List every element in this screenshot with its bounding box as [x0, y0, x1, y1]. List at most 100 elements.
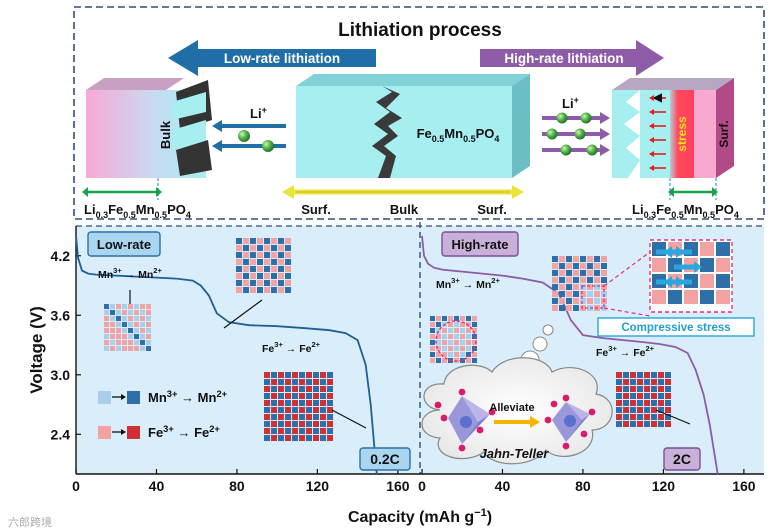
lattice-cell — [243, 266, 249, 272]
lattice-cell — [278, 393, 284, 399]
lattice-cell — [122, 322, 127, 327]
lattice-cell — [448, 352, 453, 357]
lattice-cell — [430, 334, 435, 339]
lattice-cell — [292, 393, 298, 399]
lattice-cell — [320, 372, 326, 378]
lattice-cell — [430, 328, 435, 333]
lattice-cell — [264, 238, 270, 244]
lattice-cell — [320, 400, 326, 406]
lattice-cell — [264, 266, 270, 272]
li-ion-icon — [560, 144, 572, 156]
lattice-cell — [327, 372, 333, 378]
lattice-cell — [573, 298, 579, 304]
jahn-teller-label: Jahn-Teller — [480, 446, 550, 461]
lattice-cell — [134, 316, 139, 321]
lattice-cell — [644, 421, 650, 427]
lattice-cell — [243, 245, 249, 251]
lattice-cell — [299, 400, 305, 406]
lattice-cell — [616, 400, 622, 406]
surf-bulk-axis: Surf. Bulk Surf. — [282, 185, 524, 217]
left-panel-annotations: Low-rate Mn3+ → Mn2+ Fe3+ → Fe2+ Mn3+ → … — [87, 231, 411, 471]
lattice-cell — [278, 428, 284, 434]
right-formula: Li0.3Fe0.5Mn0.5PO4 — [632, 202, 739, 220]
lattice-cell — [257, 266, 263, 272]
lattice-cell — [128, 334, 133, 339]
crystal-block-icon — [296, 86, 512, 178]
lattice-cell — [146, 334, 151, 339]
lattice-cell — [313, 435, 319, 441]
lattice-cell — [257, 259, 263, 265]
lattice-cell — [306, 435, 312, 441]
lattice-cell — [587, 263, 593, 269]
lattice-cell — [264, 379, 270, 385]
lattice-cell — [140, 346, 145, 351]
lattice-cell — [658, 393, 664, 399]
lattice-cell — [559, 305, 565, 311]
left-formula: Li0.3Fe0.5Mn0.5PO4 — [84, 202, 191, 220]
lattice-cell — [637, 372, 643, 378]
lattice-cell — [552, 291, 558, 297]
lattice-cell — [601, 270, 607, 276]
lattice-cell — [116, 340, 121, 345]
lattice-cell — [601, 256, 607, 262]
lattice-cell — [637, 400, 643, 406]
lattice-cell — [299, 428, 305, 434]
li-ion-icon — [586, 144, 598, 156]
y-tick-label: 3.0 — [51, 367, 71, 383]
lattice-cell — [292, 379, 298, 385]
lattice-cell — [552, 263, 558, 269]
lattice-cell — [466, 316, 471, 321]
lattice-cell — [264, 252, 270, 258]
lattice-grid-surface — [430, 316, 477, 363]
lattice-cell — [292, 421, 298, 427]
lattice-cell — [327, 435, 333, 441]
high-rate-arrow: High-rate lithiation — [480, 40, 664, 76]
lattice-cell — [236, 266, 242, 272]
lattice-cell — [566, 263, 572, 269]
lattice-cell — [264, 428, 270, 434]
lattice-cell — [128, 340, 133, 345]
lattice-cell — [128, 310, 133, 315]
lattice-cell — [140, 316, 145, 321]
lattice-cell — [716, 274, 730, 288]
lattice-cell — [271, 386, 277, 392]
lattice-cell — [320, 414, 326, 420]
lattice-cell — [271, 428, 277, 434]
lattice-cell — [299, 414, 305, 420]
lattice-cell — [460, 316, 465, 321]
lattice-cell — [140, 304, 145, 309]
li-ion-icon — [546, 128, 558, 140]
lattice-cell — [243, 280, 249, 286]
lattice-cell — [587, 270, 593, 276]
lattice-cell — [573, 256, 579, 262]
lattice-cell — [559, 256, 565, 262]
lattice-cell — [454, 334, 459, 339]
lattice-cell — [306, 428, 312, 434]
lattice-cell — [104, 334, 109, 339]
lattice-cell — [460, 328, 465, 333]
lattice-cell — [306, 386, 312, 392]
lattice-cell — [306, 421, 312, 427]
lattice-cell — [104, 304, 109, 309]
lattice-cell — [436, 352, 441, 357]
lattice-cell — [110, 316, 115, 321]
lattice-cell — [630, 393, 636, 399]
lattice-cell — [278, 386, 284, 392]
lattice-cell — [637, 386, 643, 392]
lattice-cell — [472, 340, 477, 345]
lattice-cell — [454, 346, 459, 351]
lattice-cell — [580, 298, 586, 304]
lattice-cell — [285, 414, 291, 420]
lattice-cell — [264, 273, 270, 279]
lattice-cell — [442, 316, 447, 321]
lattice-cell — [651, 421, 657, 427]
li-ion-icon — [238, 130, 250, 142]
lattice-cell — [637, 421, 643, 427]
lattice-cell — [278, 372, 284, 378]
lattice-cell — [466, 352, 471, 357]
lattice-cell — [448, 334, 453, 339]
lattice-cell — [285, 273, 291, 279]
lattice-cell — [559, 284, 565, 290]
lattice-cell — [623, 393, 629, 399]
